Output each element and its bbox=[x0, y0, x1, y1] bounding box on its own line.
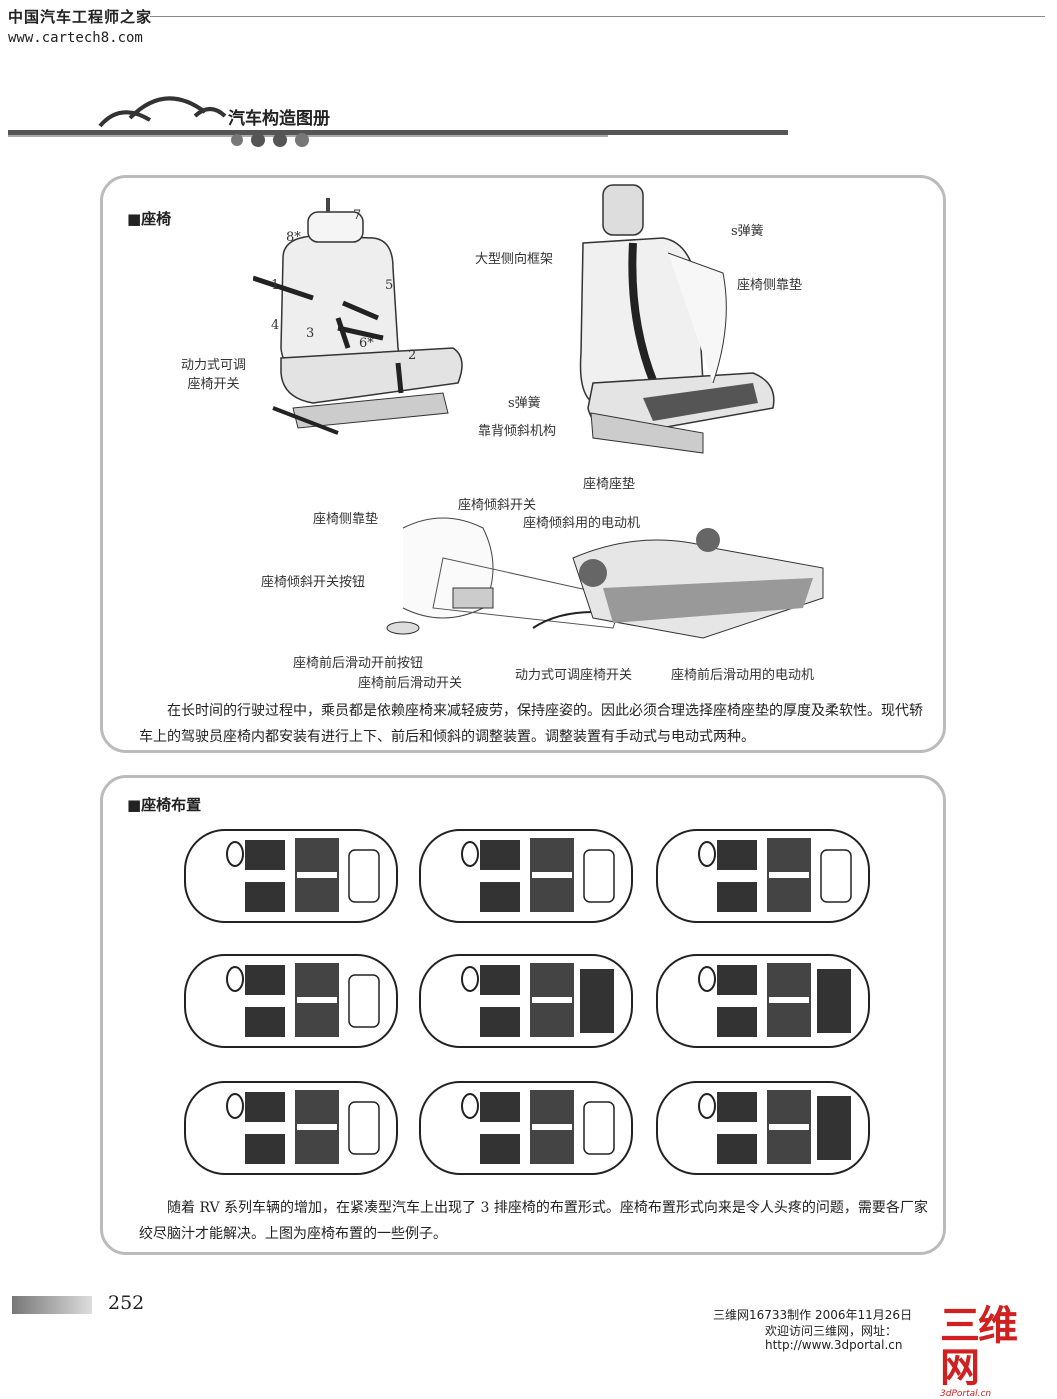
seat-layout-car bbox=[656, 954, 870, 1048]
label-large-side-frame: 大型侧向框架 bbox=[475, 252, 554, 267]
label-slide-motor: 座椅前后滑动用的电动机 bbox=[671, 668, 815, 683]
layout-paragraph: 随着 RV 系列车辆的增加，在紧凑型汽车上出现了 3 排座椅的布置形式。座椅布置… bbox=[139, 1200, 928, 1242]
seat-layout-car bbox=[419, 829, 633, 923]
logo-text: 三维网 bbox=[940, 1303, 1018, 1391]
label-recline-mech: 靠背倾斜机构 bbox=[478, 424, 557, 439]
seat-layout-car bbox=[184, 829, 398, 923]
seat-layout-car bbox=[419, 1081, 633, 1175]
label-slide-switch-button: 座椅前后滑动开前按钮 bbox=[293, 656, 424, 671]
credit-line-1: 三维网16733制作 2006年11月26日 bbox=[713, 1308, 913, 1322]
layout-section-title: ■座椅布置 bbox=[127, 796, 202, 814]
label-tilt-switch: 座椅倾斜开关 bbox=[458, 498, 537, 513]
label-s-spring-top: s弹簧 bbox=[731, 224, 764, 239]
number-5: 5 bbox=[385, 278, 394, 293]
label-tilt-switch-button: 座椅倾斜开关按钮 bbox=[261, 575, 366, 590]
label-power-switch: 动力式可调 座椅开关 bbox=[181, 358, 247, 392]
label-tilt-motor: 座椅倾斜用的电动机 bbox=[523, 516, 641, 531]
seat-section-title: ■座椅 bbox=[127, 210, 172, 228]
number-2: 2 bbox=[408, 348, 417, 363]
number-4: 4 bbox=[271, 318, 280, 333]
label-power-seat-switch: 动力式可调座椅开关 bbox=[515, 668, 633, 683]
site-name: 中国汽车工程师之家 bbox=[8, 8, 153, 26]
credit-line-2: 欢迎访问三维网，网址： bbox=[765, 1324, 898, 1338]
seat-layout-car bbox=[419, 954, 633, 1048]
header-rule bbox=[150, 16, 1045, 17]
seat-layout-car bbox=[184, 954, 398, 1048]
logo-subtext: 3dPortal.cn bbox=[940, 1389, 992, 1399]
number-6: 6* bbox=[359, 336, 374, 351]
label-seat-cushion: 座椅座垫 bbox=[583, 477, 636, 492]
page-number: 252 bbox=[108, 1292, 145, 1314]
seat-switch-motor-illustration bbox=[386, 517, 824, 639]
book-title: 汽车构造图册 bbox=[228, 109, 330, 129]
label-s-spring: s弹簧 bbox=[508, 396, 541, 411]
seat-cutaway-illustration bbox=[579, 184, 775, 454]
seat-layout-car bbox=[656, 1081, 870, 1175]
number-8: 8* bbox=[286, 230, 301, 245]
site-logo: 三维网 3dPortal.cn bbox=[940, 1305, 1052, 1399]
site-url: www.cartech8.com bbox=[8, 30, 143, 46]
label-side-support-2: 座椅侧靠垫 bbox=[313, 512, 379, 527]
book-header-ornament bbox=[8, 96, 788, 147]
seat-layout-car bbox=[184, 1081, 398, 1175]
seat-panel: ■座椅 7 8* 1 4 5 3 6* 2 动力式可调 座椅开关 大型侧向框架 … bbox=[100, 175, 946, 753]
label-slide-switch: 座椅前后滑动开关 bbox=[358, 676, 463, 691]
number-7: 7 bbox=[353, 208, 362, 223]
number-1: 1 bbox=[271, 278, 280, 293]
power-seat-illustration bbox=[253, 198, 463, 435]
credit-line-3: http://www.3dportal.cn bbox=[765, 1338, 903, 1352]
page-number-bar bbox=[12, 1296, 92, 1314]
seat-layout-car bbox=[656, 829, 870, 923]
layout-panel: ■座椅布置 随着 RV 系列车辆的增加，在紧凑型汽车上出现了 3 排座椅的布置形… bbox=[100, 775, 946, 1255]
label-side-support: 座椅侧靠垫 bbox=[737, 278, 803, 293]
seat-paragraph: 在长时间的行驶过程中，乘员都是依赖座椅来减轻疲劳，保持座姿的。因此必须合理选择座… bbox=[139, 703, 923, 745]
number-3: 3 bbox=[306, 326, 315, 341]
